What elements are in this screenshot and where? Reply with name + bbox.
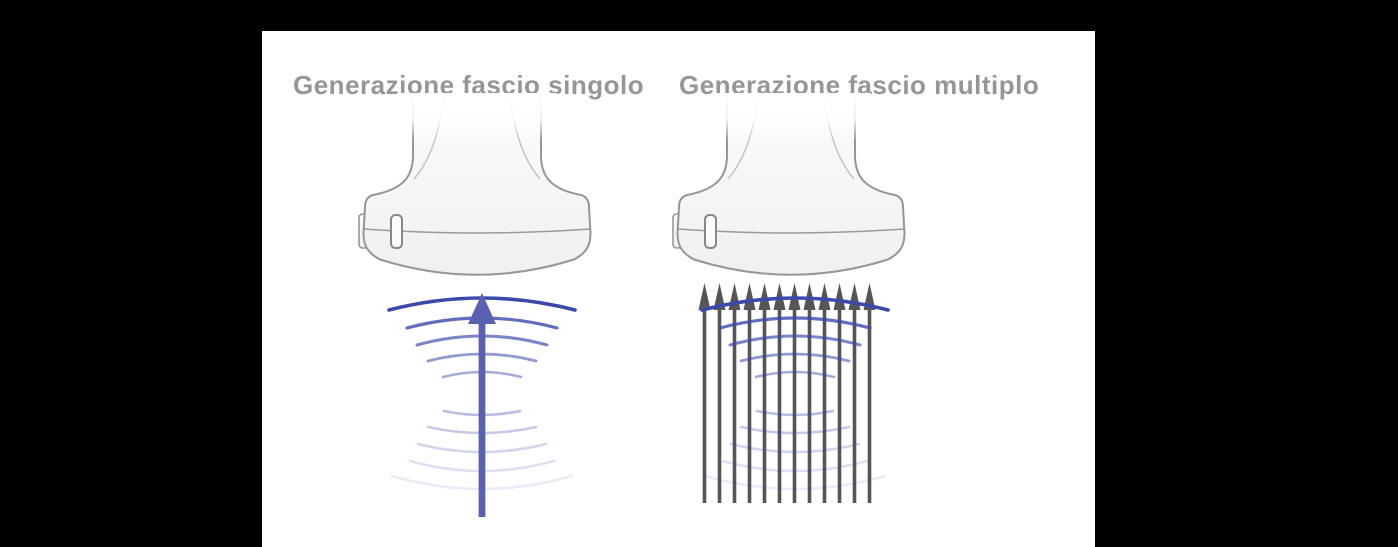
- beam-arrow-head: [848, 283, 861, 310]
- wavefront-arc: [703, 474, 887, 491]
- beam-arrow-shaft: [762, 307, 767, 503]
- beam-arrow-shaft: [867, 307, 872, 503]
- beam-arrow-shaft: [852, 307, 857, 503]
- beam-arrow-head: [818, 283, 831, 310]
- beam-arrow-head: [713, 283, 726, 310]
- beam-arrow-shaft: [747, 307, 752, 503]
- beam-arrow-shaft: [807, 307, 812, 503]
- figure-canvas: Generazione fascio singolo Generazione f…: [262, 31, 1095, 547]
- beam-arrow-head: [773, 283, 786, 310]
- single-beam-probe-icon: [358, 92, 592, 276]
- beam-arrow-shaft: [702, 307, 707, 503]
- single-beam-arrow-icon: [468, 293, 496, 517]
- beam-arrow-head: [863, 283, 876, 310]
- beam-arrow-head: [698, 283, 711, 310]
- beam-arrow-shaft: [777, 307, 782, 503]
- wavefront-arc: [700, 296, 890, 312]
- multi-beam-wavefront-arcs: [700, 296, 890, 491]
- wavefront-arc: [718, 316, 872, 330]
- beam-arrow-head: [728, 283, 741, 310]
- beam-arrow-shaft: [717, 307, 722, 503]
- beam-arrow-shaft: [837, 307, 842, 503]
- beam-arrow-head: [833, 283, 846, 310]
- wavefront-arc: [728, 334, 862, 347]
- beam-arrow-shaft: [792, 307, 797, 503]
- wavefront-arc: [721, 459, 869, 473]
- wavefront-arc: [739, 425, 851, 435]
- wavefront-arc: [754, 370, 836, 379]
- beam-diagram-graphic: [358, 92, 906, 517]
- beam-arrow-head: [743, 283, 756, 310]
- wavefront-arc: [755, 409, 835, 417]
- multi-beam-probe-icon: [672, 92, 906, 276]
- beam-arrow-shaft: [732, 307, 737, 503]
- beam-arrow-shaft: [822, 307, 827, 503]
- multi-beam-arrows-icon: [698, 283, 876, 503]
- beam-arrow-head: [758, 283, 771, 310]
- wavefront-arc: [729, 442, 861, 454]
- wavefront-arc: [739, 352, 851, 363]
